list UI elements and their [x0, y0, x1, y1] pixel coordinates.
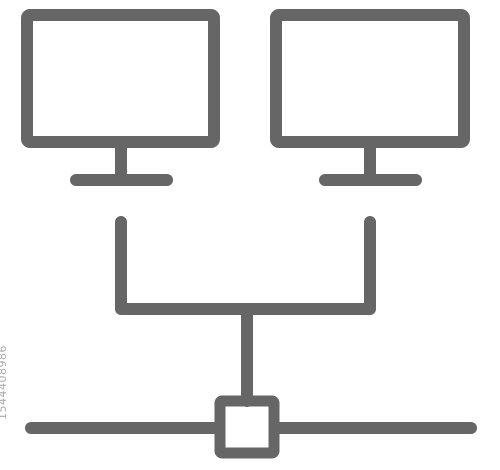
left-monitor-icon	[21, 9, 220, 186]
bracket-line	[115, 216, 376, 315]
left-monitor-screen	[21, 9, 220, 148]
hub-node-icon	[214, 395, 280, 459]
right-monitor-icon	[270, 9, 470, 186]
watermark-id-text: 1544408986	[0, 345, 9, 420]
right-monitor-screen	[270, 9, 470, 148]
network-connector-lines	[25, 216, 477, 434]
